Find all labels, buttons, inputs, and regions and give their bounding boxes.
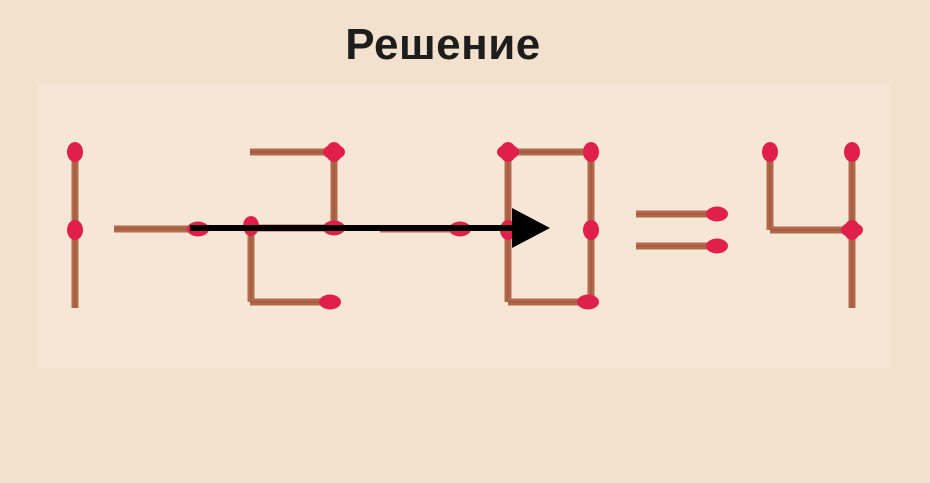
digit-0-upper-right-stick [583,142,599,230]
move-arrow [190,208,550,248]
digit-1-lower-stick [67,220,83,308]
match-head [583,142,599,162]
digit-4-lower-right-stick [844,220,860,308]
digit-2-bottom-stick [250,294,341,310]
digit-4-left-stick [762,142,778,230]
digit-0-bottom-stick [508,294,599,310]
match-head [706,206,728,222]
digit-0-lower-right-stick [583,220,599,302]
match-head [844,142,860,162]
match-head [583,220,599,240]
match-head [706,238,728,254]
digit-4-upper-right-stick [844,142,860,230]
match-head [67,142,83,162]
match-head [319,294,341,310]
match-head [762,142,778,162]
match-head [844,220,860,240]
move-arrow-head [512,208,550,248]
digit-0-upper-left-stick [500,142,516,230]
digit-2-upper-right-stick [326,142,342,228]
equals-top-stick [636,206,728,222]
equals-bottom-stick [636,238,728,254]
match-head [326,142,342,162]
match-head [500,142,516,162]
page-title: Решение [345,20,541,69]
match-head [577,294,599,310]
digit-1-upper-stick [67,142,83,232]
match-head [67,220,83,240]
